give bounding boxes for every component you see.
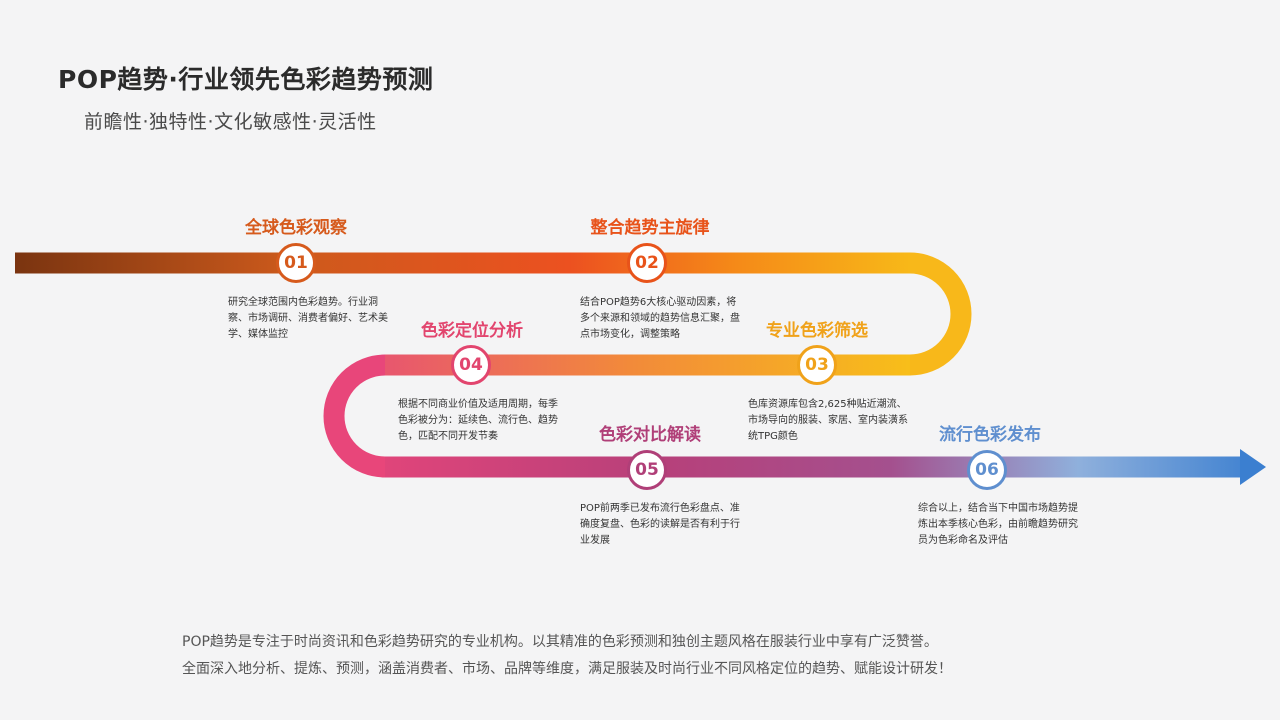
- step-01-number: 01: [284, 253, 308, 273]
- step-03-title: 专业色彩筛选: [766, 321, 868, 341]
- step-04-title: 色彩定位分析: [421, 321, 523, 341]
- flow-arrow-head: [1240, 449, 1266, 485]
- step-01-title: 全球色彩观察: [245, 218, 347, 238]
- step-02-number: 02: [635, 253, 659, 273]
- step-06-title: 流行色彩发布: [939, 425, 1041, 445]
- step-06-number: 06: [975, 460, 999, 480]
- step-05-title: 色彩对比解读: [599, 425, 701, 445]
- page-title: POP趋势·行业领先色彩趋势预测: [58, 65, 434, 94]
- step-02-title: 整合趋势主旋律: [590, 218, 710, 238]
- step-02-node: 02: [627, 243, 667, 283]
- footer-description: POP趋势是专注于时尚资讯和色彩趋势研究的专业机构。以其精准的色彩预测和独创主题…: [182, 629, 952, 683]
- step-03-desc: 色库资源库包含2,625种贴近潮流、市场导向的服装、家居、室内装潢系统TPG颜色: [748, 399, 908, 442]
- flow-bend-right: [909, 252, 972, 376]
- step-04-node: 04: [451, 345, 491, 385]
- footer-line-1: POP趋势是专注于时尚资讯和色彩趋势研究的专业机构。以其精准的色彩预测和独创主题…: [182, 634, 938, 650]
- step-06-desc: 综合以上，结合当下中国市场趋势提炼出本季核心色彩，由前瞻趋势研究员为色彩命名及评…: [918, 503, 1078, 546]
- step-03-number: 03: [805, 355, 829, 375]
- step-05-number: 05: [635, 460, 659, 480]
- step-02-desc: 结合POP趋势6大核心驱动因素，将多个来源和领域的趋势信息汇聚，盘点市场变化，调…: [580, 297, 740, 340]
- step-05-node: 05: [627, 450, 667, 490]
- flow-bend-left: [323, 354, 386, 478]
- step-01-node: 01: [276, 243, 316, 283]
- step-05-desc: POP前两季已发布流行色彩盘点、准确度复盘、色彩的读解是否有利于行业发展: [580, 503, 740, 546]
- step-06-node: 06: [967, 450, 1007, 490]
- step-03-node: 03: [797, 345, 837, 385]
- page-subtitle: 前瞻性·独特性·文化敏感性·灵活性: [84, 111, 377, 133]
- footer-line-2: 全面深入地分析、提炼、预测，涵盖消费者、市场、品牌等维度，满足服装及时尚行业不同…: [182, 661, 952, 677]
- step-04-number: 04: [459, 355, 483, 375]
- step-04-desc: 根据不同商业价值及适用周期，每季色彩被分为：延续色、流行色、趋势色，匹配不同开发…: [398, 399, 558, 442]
- step-01-desc: 研究全球范围内色彩趋势。行业洞察、市场调研、消费者偏好、艺术美学、媒体监控: [228, 297, 388, 340]
